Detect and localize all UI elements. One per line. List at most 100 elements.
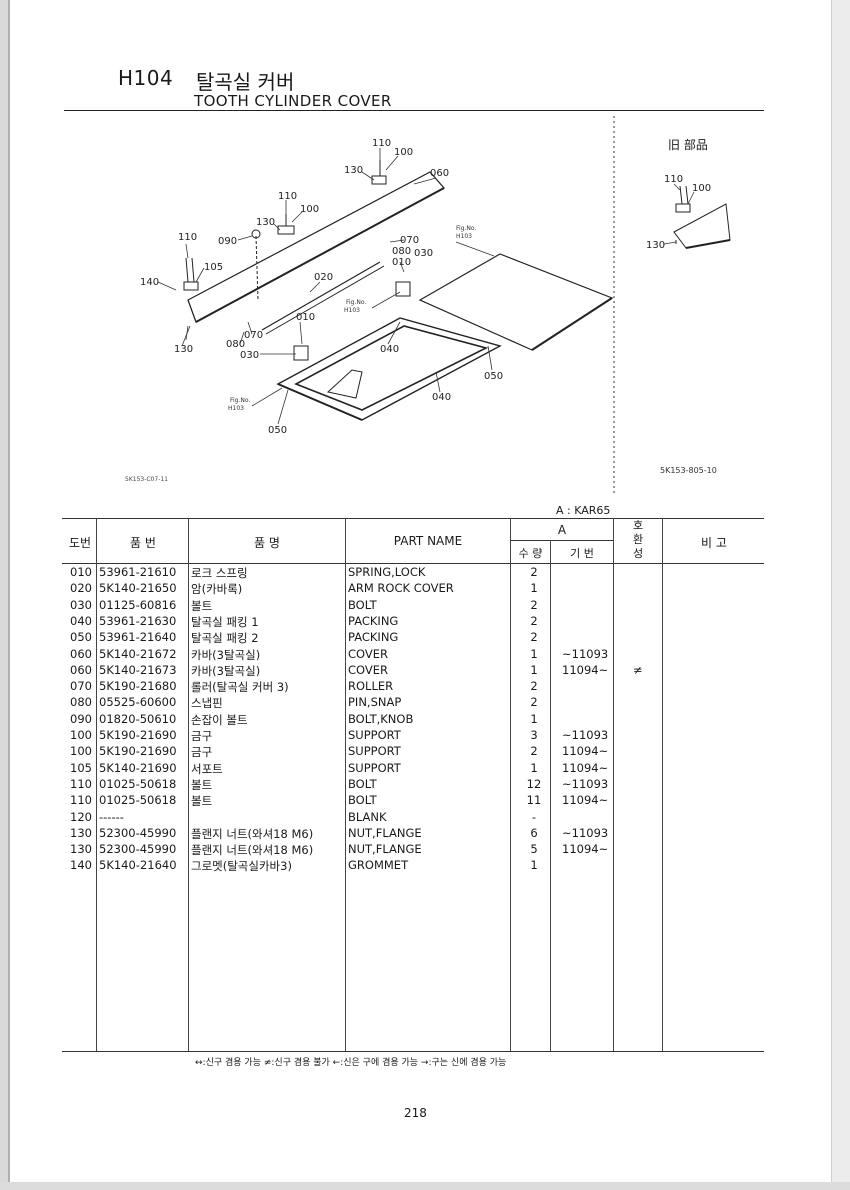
cell-qty: 2: [530, 597, 538, 612]
cell-ex: ≠: [633, 662, 643, 677]
cell-qty: 11: [526, 793, 542, 808]
cell-qty: 2: [530, 679, 538, 694]
scan-edge-right: [832, 0, 850, 1190]
cell-qty: 6: [530, 825, 538, 840]
callout-leaders: [157, 148, 695, 425]
cell-ref: 100: [70, 728, 92, 742]
cell-ref: 100: [70, 744, 92, 759]
callout-070: 070: [244, 330, 263, 341]
cell-part-no: 01820-50610: [99, 711, 177, 726]
title-rule: [64, 110, 764, 111]
cell-name-ko: 암(카바록): [191, 582, 243, 597]
cell-ref: 140: [70, 858, 92, 873]
section-code: H104: [118, 66, 174, 90]
svg-text:Fig.No.: Fig.No.: [230, 397, 250, 404]
cell-name-en: PACKING: [348, 613, 399, 628]
cell-name-en: SPRING,LOCK: [348, 565, 426, 579]
callout-050: 050: [484, 371, 503, 382]
title-korean: 탈곡실 커버: [196, 70, 295, 94]
cell-qty: 2: [530, 565, 538, 579]
cell-qty: 2: [530, 613, 538, 628]
cell-qty: 2: [530, 744, 538, 759]
cell-ref: 120: [70, 809, 92, 824]
header-part-no: 품 번: [130, 536, 156, 550]
callout-110: 110: [178, 232, 197, 243]
cell-qty: 1: [530, 711, 538, 726]
cell-name-en: COVER: [348, 662, 389, 677]
exploded-diagram: 110 100 130 060 110 100 130 110 090 105 …: [140, 116, 731, 496]
cell-serial: ~11093: [562, 646, 609, 661]
cell-serial: ~11093: [562, 728, 609, 742]
cell-ref: 130: [70, 842, 92, 857]
cell-name-ko: 그로멧(탈곡실카바3): [191, 859, 292, 874]
cell-ref: 105: [70, 760, 92, 775]
cell-serial: 11094~: [562, 744, 609, 759]
cell-qty: -: [531, 809, 537, 824]
cell-part-no: 05525-60600: [99, 695, 177, 710]
cell-name-ko: 볼트: [191, 794, 213, 809]
callout-130: 130: [646, 240, 665, 251]
cell-part-no: 52300-45990: [99, 825, 177, 840]
svg-text:H103: H103: [228, 405, 244, 412]
cell-name-ko: 카바(3탈곡실): [191, 663, 261, 678]
callout-010: 010: [392, 257, 411, 268]
callout-130: 130: [256, 217, 275, 228]
table-row: 090 01820-50610 손잡이 볼트 BOLT,KNOB 1: [62, 712, 764, 728]
cell-qty: 1: [530, 662, 538, 677]
cell-name-en: BOLT,KNOB: [348, 711, 414, 726]
cell-ref: 060: [70, 662, 92, 677]
cell-ref: 090: [70, 711, 92, 726]
cell-name-en: ROLLER: [348, 679, 394, 694]
cell-name-ko: 플랜지 너트(와셔18 M6): [191, 843, 314, 858]
cell-name-en: SUPPORT: [348, 728, 401, 742]
cell-name-ko: 볼트: [191, 598, 213, 613]
svg-text:Fig.No.: Fig.No.: [346, 299, 366, 306]
legend: ↔:신구 겸용 가능 ≠:신구 겸용 불가 ←:신은 구에 겸용 가능 →:구는…: [195, 1058, 507, 1068]
scan-edge-left: [0, 0, 8, 1190]
cell-part-no: 52300-45990: [99, 842, 177, 857]
cell-part-no: 53961-21640: [99, 630, 177, 645]
cell-part-no: 01125-60816: [99, 597, 177, 612]
cell-name-ko: 플랜지 너트(와셔18 M6): [191, 826, 314, 841]
scan-edge-left-line: [8, 0, 10, 1190]
cell-serial: 11094~: [562, 842, 609, 857]
callout-070: 070: [400, 235, 419, 246]
callout-100: 100: [300, 204, 319, 215]
cell-part-no: 53961-21610: [99, 565, 177, 579]
cell-ref: 080: [70, 695, 92, 710]
cell-part-no: 5K140-21690: [99, 760, 177, 775]
cell-part-no: 5K190-21680: [99, 679, 177, 694]
callout-030: 030: [240, 350, 259, 361]
cell-part-no: 5K140-21672: [99, 646, 177, 661]
cell-ref: 070: [70, 679, 92, 694]
cell-ref: 040: [70, 613, 92, 628]
cell-name-en: PIN,SNAP: [348, 695, 402, 710]
header-model-a: A: [557, 523, 567, 537]
header-remarks: 비 고: [701, 536, 727, 550]
cell-name-en: COVER: [348, 646, 389, 661]
cell-name-en: BOLT: [348, 776, 377, 791]
cell-qty: 2: [530, 695, 538, 710]
header-exchangeability: 호 환 성: [632, 519, 644, 560]
old-parts-label: 旧 部品: [668, 138, 708, 152]
figure-code-left: 5K153-C07-11: [125, 476, 168, 483]
callout-090: 090: [218, 236, 237, 247]
cell-part-no: 01025-50618: [99, 776, 177, 791]
callout-020: 020: [314, 272, 333, 283]
cell-part-no: 5K190-21690: [99, 744, 177, 759]
callout-040: 040: [432, 392, 451, 403]
cell-ref: 060: [70, 646, 92, 661]
title-english: TOOTH CYLINDER COVER: [194, 92, 392, 110]
cell-name-ko: 손잡이 볼트: [191, 712, 248, 727]
cell-part-no: 5K140-21673: [99, 662, 177, 677]
